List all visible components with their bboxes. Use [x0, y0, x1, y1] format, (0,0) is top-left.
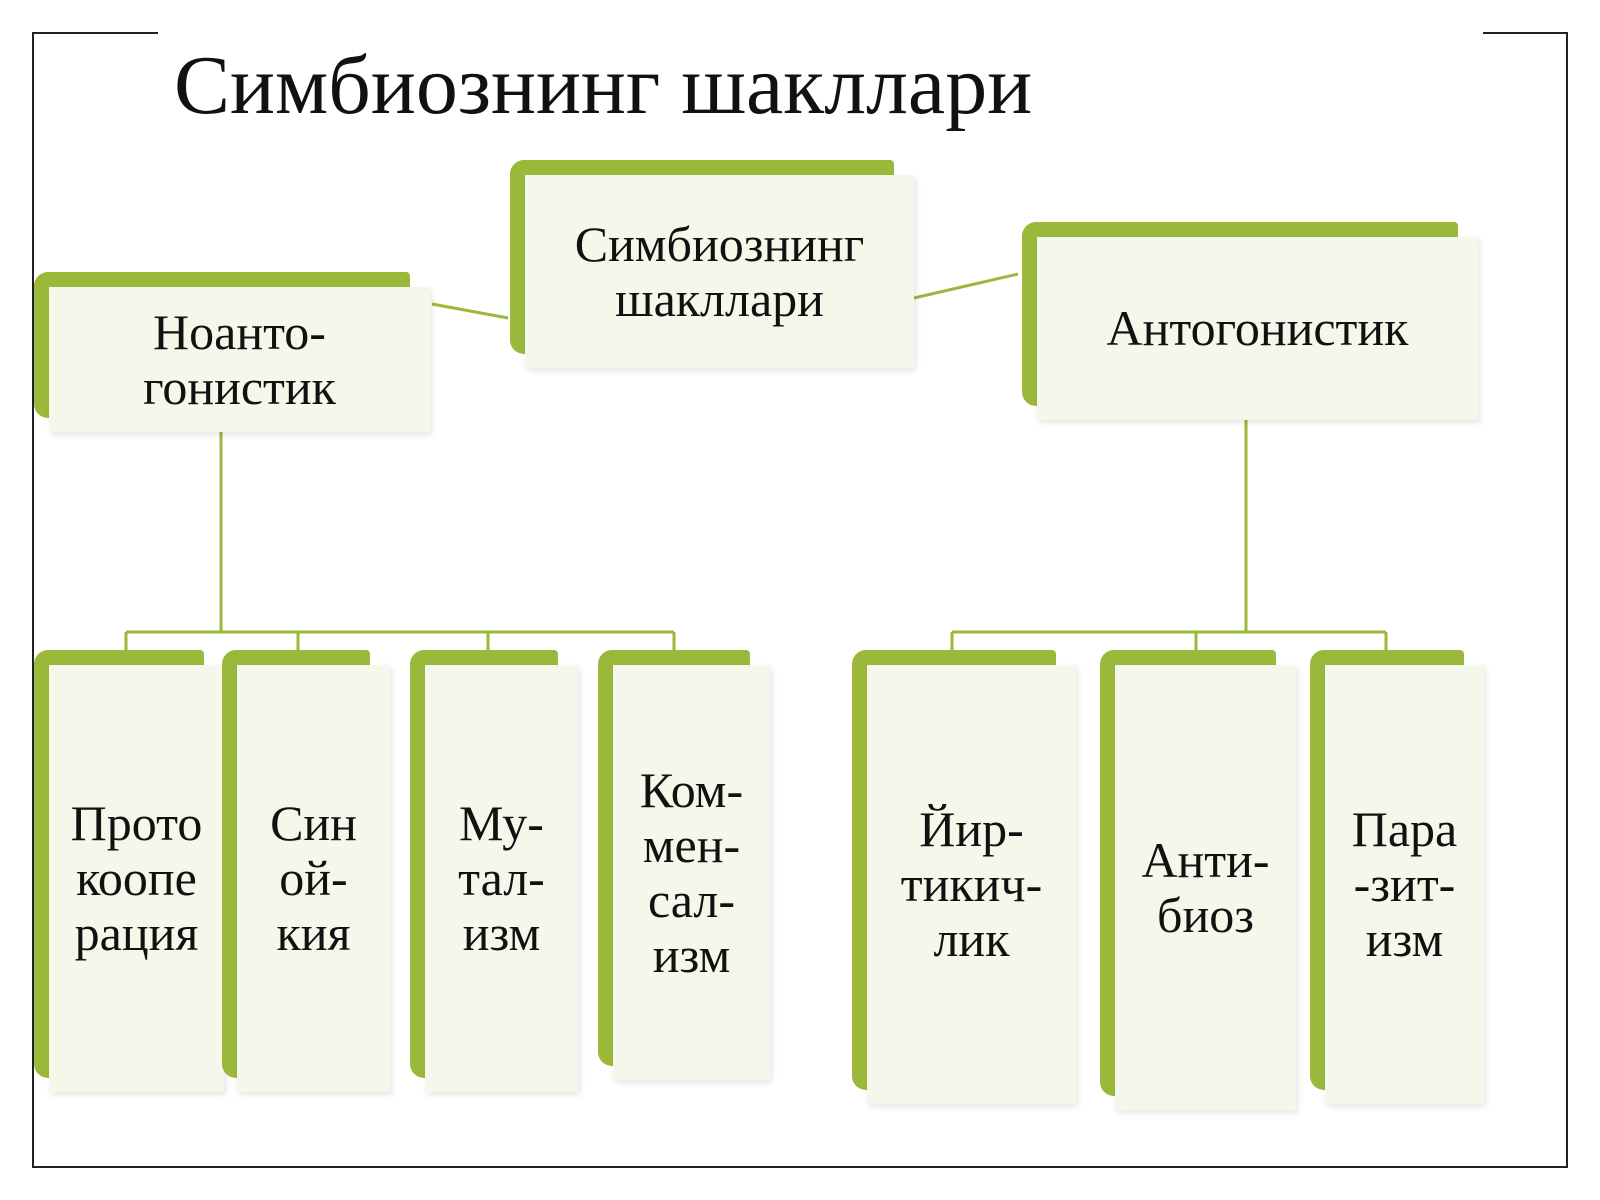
title-background — [158, 24, 1483, 40]
node-leaf-1: Прото коопе рация — [34, 650, 224, 1092]
slide-title: Симбиознинг шакллари — [174, 39, 1033, 132]
node-leaf-7: Пара -зит- изм — [1310, 650, 1484, 1104]
node-leaf-4: Ком- мен- сал- изм — [598, 650, 770, 1080]
node-label-leaf-2: Син ой- кия — [237, 665, 390, 1092]
node-leaf-5: Йир- тикич- лик — [852, 650, 1076, 1104]
node-leaf-6: Анти- биоз — [1100, 650, 1296, 1110]
node-label-leaf-1: Прото коопе рация — [49, 665, 224, 1092]
node-label-leaf-3: Му- тал- изм — [425, 665, 578, 1092]
node-label-root: Симбиознинг шакллари — [525, 175, 914, 368]
node-label-leaf-7: Пара -зит- изм — [1325, 665, 1484, 1104]
node-label-branch-left: Ноанто- гонистик — [49, 287, 430, 432]
node-label-leaf-4: Ком- мен- сал- изм — [613, 665, 770, 1080]
connector-root-left — [431, 302, 509, 320]
node-label-branch-right: Антогонистик — [1037, 237, 1478, 420]
node-label-leaf-6: Анти- биоз — [1115, 665, 1296, 1110]
node-leaf-3: Му- тал- изм — [410, 650, 578, 1092]
node-branch-left: Ноанто- гонистик — [34, 272, 430, 432]
node-label-leaf-5: Йир- тикич- лик — [867, 665, 1076, 1104]
node-root: Симбиознинг шакллари — [510, 160, 914, 368]
node-branch-right: Антогонистик — [1022, 222, 1478, 420]
node-leaf-2: Син ой- кия — [222, 650, 390, 1092]
connector-root-right — [913, 272, 1019, 300]
